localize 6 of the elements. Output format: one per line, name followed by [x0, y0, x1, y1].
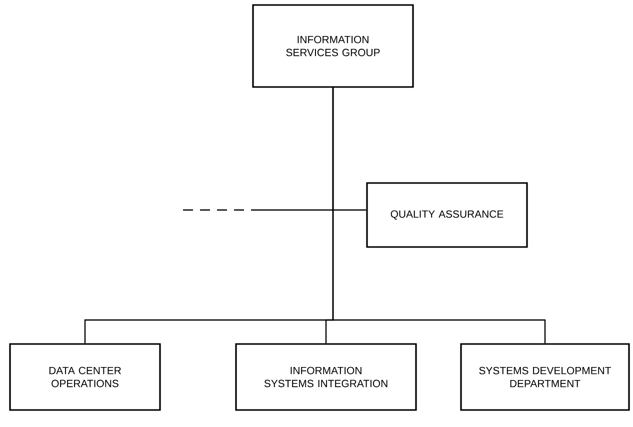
org-box: INFORMATION SERVICES GROUP: [252, 4, 414, 88]
org-box: INFORMATION SYSTEMS INTEGRATION: [235, 343, 417, 411]
connector-line: [332, 87, 546, 344]
org-box: SYSTEMS DEVELOPMENT DEPARTMENT: [460, 343, 630, 411]
org-box: QUALITY ASSURANCE: [366, 182, 528, 248]
org-box: DATA CENTER OPERATIONS: [9, 343, 161, 411]
